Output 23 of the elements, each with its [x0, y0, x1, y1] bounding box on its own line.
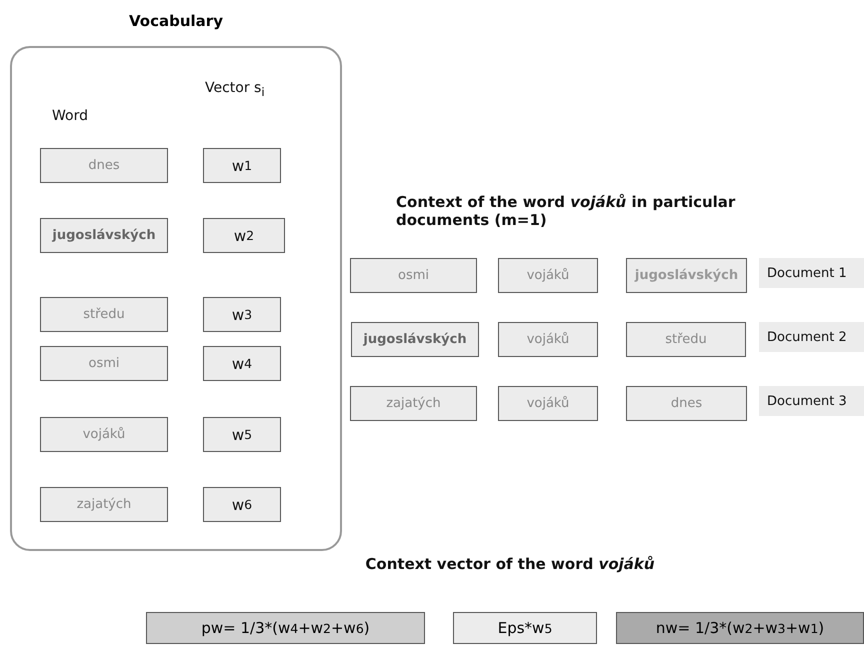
word-box: dnes: [40, 148, 168, 183]
word-box: jugoslávských: [626, 258, 747, 293]
document-label: Document 1: [759, 258, 864, 288]
word-box: osmi: [350, 258, 477, 293]
word-box: jugoslávských: [40, 218, 168, 253]
column-header: Word: [52, 108, 89, 124]
word-box: vojáků: [498, 322, 598, 357]
word-box: středu: [626, 322, 746, 357]
word-box: dnes: [626, 386, 747, 421]
word-box: jugoslávských: [351, 322, 479, 357]
word-box: zajatých: [40, 487, 168, 522]
word-box: vojáků: [498, 258, 598, 293]
word-box: osmi: [40, 346, 168, 381]
column-header: Vector s$_{i}$: [205, 80, 266, 99]
section-heading: Context vector of the word vojáků: [364, 555, 656, 573]
word-box: vojáků: [40, 417, 168, 452]
word-box: vojáků: [498, 386, 598, 421]
section-heading: Context of the word vojáků in particular documents (m=1): [396, 193, 736, 229]
word-box: zajatých: [350, 386, 477, 421]
panel-title: Vocabulary: [128, 12, 224, 30]
document-label: Document 2: [759, 322, 864, 352]
word-box: středu: [40, 297, 168, 332]
document-label: Document 3: [759, 386, 864, 416]
